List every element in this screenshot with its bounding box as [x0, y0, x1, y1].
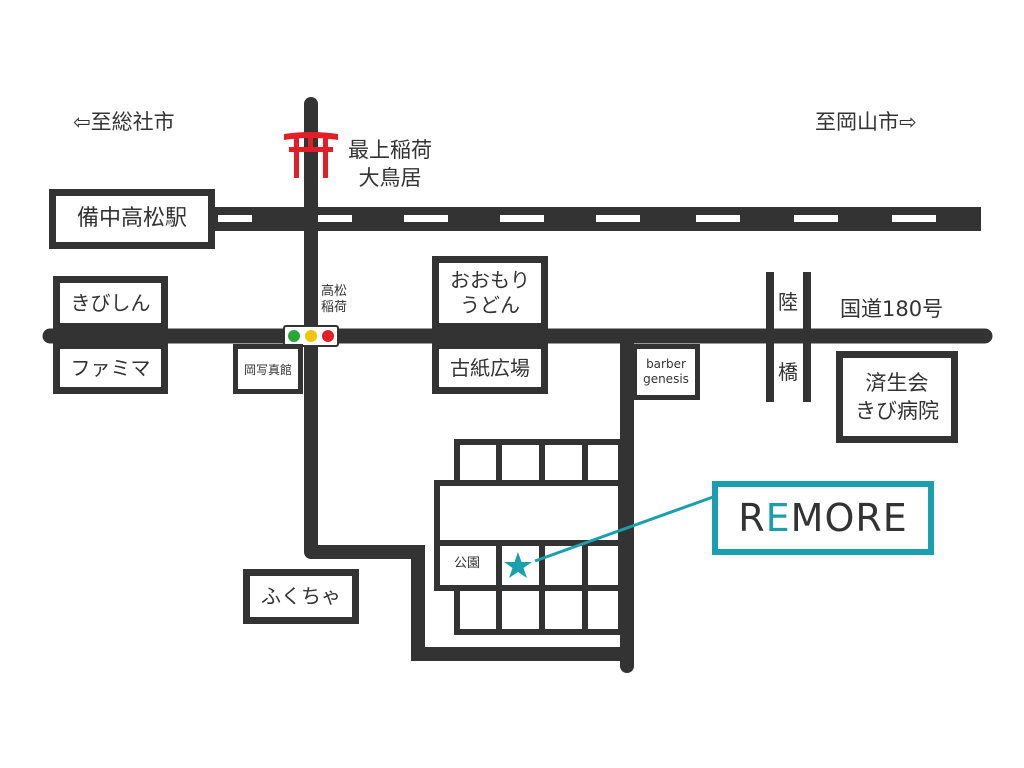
shrine-label-line2: 大鳥居 [358, 166, 422, 190]
fukucha-label: ふくちゃ [261, 584, 341, 608]
destination-box: REMORE [712, 481, 934, 555]
hospital-label: 済生会 きび病院 [855, 369, 939, 425]
photo-studio-box: 岡写真館 [233, 344, 303, 394]
shrine-label-line1: 最上稲荷 [348, 138, 432, 162]
hospital-label-line2: きび病院 [855, 399, 939, 423]
barber-label: barber genesis [643, 357, 689, 387]
traffic-light-icon [283, 325, 339, 347]
intersection-label: 高松 稲荷 [321, 284, 347, 316]
hospital-box: 済生会 きび病院 [836, 351, 958, 443]
overpass-wall-left [766, 272, 774, 402]
destination-suffix: MORE [790, 496, 908, 540]
barber-label-line1: barber [646, 357, 686, 371]
udon-label-line2: うどん [460, 293, 520, 317]
overpass-wall-right [803, 272, 811, 402]
park-access-road [311, 545, 626, 661]
kibishin-label: きびしん [70, 290, 151, 315]
station-box: 備中高松駅 [49, 189, 215, 249]
destination-accent-letter: E [765, 496, 791, 540]
park-label: 公園 [454, 556, 481, 571]
fukucha-box: ふくちゃ [243, 569, 359, 624]
shrine-label: 最上稲荷 大鳥居 [348, 136, 432, 192]
barber-box: barber genesis [632, 344, 700, 400]
city-blocks [434, 439, 624, 635]
famima-box: ファミマ [53, 342, 168, 394]
intersection-label-line2: 稲荷 [321, 300, 348, 315]
paper-box: 古紙広場 [432, 342, 548, 394]
hospital-label-line1: 済生会 [865, 371, 929, 395]
photo-studio-label: 岡写真館 [243, 362, 292, 377]
destination-pointer-line [534, 495, 714, 563]
destination-prefix: R [738, 496, 766, 540]
destination-label: REMORE [738, 499, 908, 537]
udon-label-line1: おおもり [450, 268, 530, 292]
station-label: 備中高松駅 [76, 206, 187, 232]
direction-east: 至岡山市⇨ [815, 110, 917, 134]
star-icon [504, 552, 532, 578]
direction-west: ⇦至総社市 [73, 110, 175, 134]
torii-icon [284, 132, 338, 178]
bridge-char-1: 陸 [778, 290, 798, 314]
udon-label: おおもり うどん [450, 268, 530, 318]
udon-box: おおもり うどん [432, 256, 548, 330]
barber-label-line2: genesis [643, 372, 689, 386]
route-label: 国道180号 [840, 297, 944, 321]
bridge-char-2: 橋 [778, 360, 798, 384]
railway-dashes [218, 215, 936, 222]
paper-label: 古紙広場 [450, 355, 530, 380]
famima-label: ファミマ [70, 355, 151, 380]
intersection-label-line1: 高松 [321, 284, 348, 299]
kibishin-box: きびしん [53, 276, 168, 330]
